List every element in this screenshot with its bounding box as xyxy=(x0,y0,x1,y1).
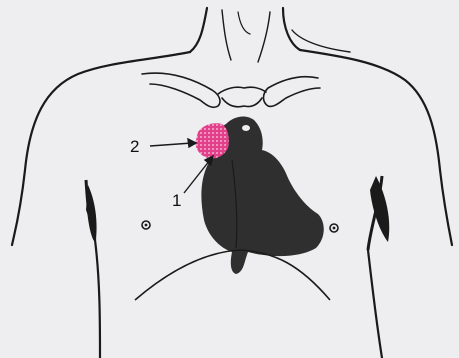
left-clavicle xyxy=(142,73,220,107)
neck-inner-left xyxy=(222,10,231,60)
left-flank-line xyxy=(95,240,100,358)
sternum-top xyxy=(222,98,262,107)
neck-right-line xyxy=(283,8,300,50)
right-flank-line xyxy=(368,250,382,358)
leader-line-2 xyxy=(150,143,192,146)
pink-structure-texture xyxy=(196,123,229,158)
right-trapezius-line xyxy=(292,30,350,52)
neck-left-line xyxy=(190,8,207,52)
leader-arrow-2 xyxy=(188,139,196,147)
highlighted-region xyxy=(196,123,229,158)
right-nipple-center xyxy=(333,227,336,230)
aortic-opening xyxy=(242,125,250,131)
right-clavicle xyxy=(264,77,321,107)
left-shoulder-line xyxy=(12,52,190,245)
sternal-notch xyxy=(218,87,266,94)
label-1: 1 xyxy=(172,192,181,209)
clavicles xyxy=(142,73,320,107)
neck-inner-mid xyxy=(238,12,250,34)
label-2: 2 xyxy=(130,138,139,155)
left-nipple-center xyxy=(145,224,148,227)
neck-inner-right xyxy=(258,12,270,62)
